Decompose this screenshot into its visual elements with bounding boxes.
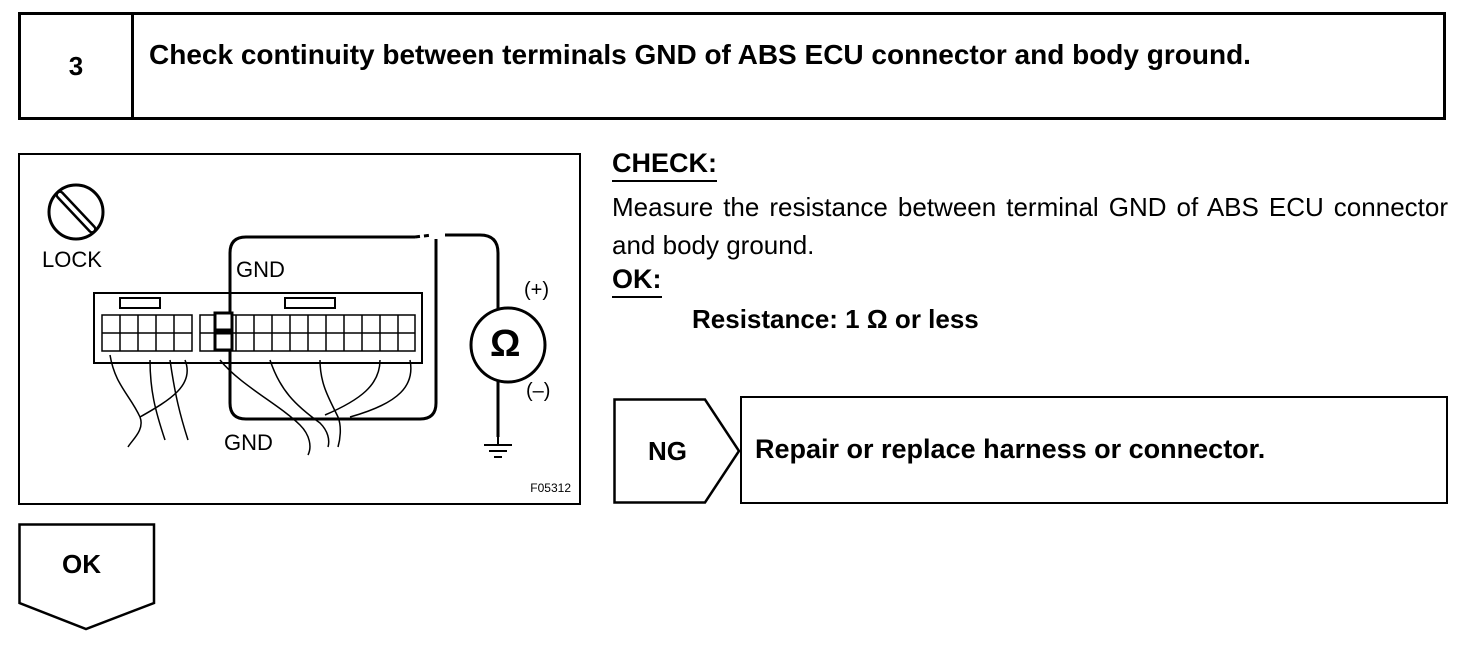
step-title: Check continuity between terminals GND o… — [149, 39, 1251, 70]
ng-arrow-shape — [613, 398, 741, 504]
tester-lead — [213, 233, 500, 437]
plus-label: (+) — [524, 279, 549, 301]
gnd-top-label: GND — [236, 257, 285, 282]
ng-action-text: Repair or replace harness or connector. — [755, 434, 1266, 464]
ecu-connector — [93, 292, 423, 364]
ok-arrow-shape — [18, 523, 156, 631]
ng-action-box — [740, 396, 1448, 504]
step-header: 3 Check continuity between terminals GND… — [18, 12, 1446, 120]
lock-label: LOCK — [42, 247, 102, 272]
ohmmeter-icon — [469, 306, 547, 384]
check-heading: CHECK: — [612, 148, 717, 182]
minus-label: (–) — [526, 380, 551, 402]
check-text: Measure the resistance between terminal … — [612, 192, 1448, 260]
check-section: CHECK: Measure the resistance between te… — [612, 148, 1448, 335]
connector-diagram-drawing — [47, 183, 547, 458]
gnd-bottom-label: GND — [224, 430, 273, 455]
ok-heading: OK: — [612, 264, 662, 298]
ok-spec-text: Resistance: 1 Ω or less — [692, 304, 979, 334]
figure-code: F05312 — [530, 481, 571, 495]
ng-label: NG — [648, 436, 687, 466]
ok-flow-label: OK — [62, 549, 101, 579]
connector-diagram: LOCK GND GND (+) (–) Ω F05312 — [18, 153, 581, 505]
ground-symbol-icon — [484, 437, 512, 458]
lock-icon — [47, 183, 105, 241]
wire-harness — [109, 354, 412, 456]
step-number: 3 — [21, 15, 134, 117]
ohm-symbol: Ω — [490, 323, 521, 365]
